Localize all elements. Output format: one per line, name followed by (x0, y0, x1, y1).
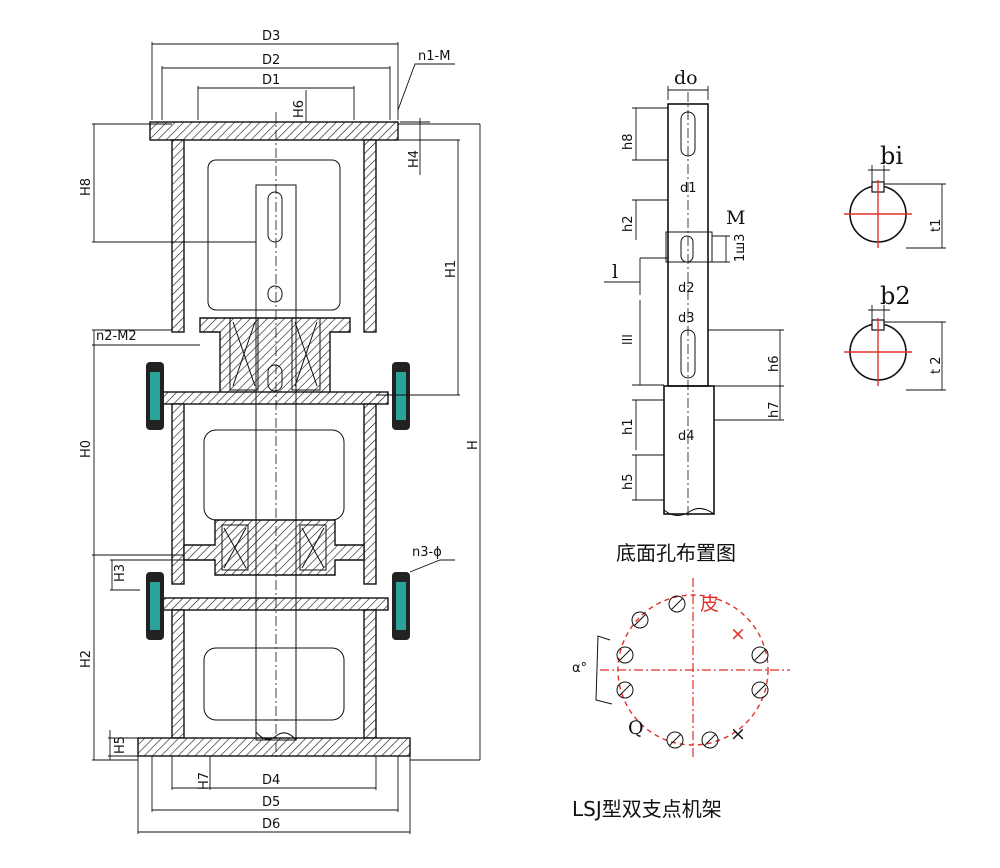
dim-h5: H5 (113, 736, 128, 754)
dim-h4: H4 (407, 150, 422, 168)
dim-d2: D2 (262, 53, 280, 68)
hole-layout-title: 底面孔布置图 (616, 541, 736, 565)
dim-d1: D1 (262, 73, 280, 88)
dim-h3: H3 (113, 564, 128, 582)
upper-wall-left (171, 139, 185, 333)
dim-h6: H6 (292, 100, 307, 118)
label-hole-top: 皮 (700, 593, 719, 615)
label-d1: d1 (680, 181, 697, 196)
label-h2: h2 (621, 215, 636, 232)
shaft-lower (663, 385, 715, 515)
lower-joint-flange (159, 597, 389, 611)
main-assembly-view: D3 D2 D1 H6 n1-M H8 H0 H2 H5 H1 H4 H n2-… (79, 29, 481, 834)
label-l: l (612, 261, 618, 283)
label-h8: h8 (621, 133, 636, 150)
keyway-section-lower: b2 t 2 (844, 282, 946, 391)
bolt-upper-right (392, 362, 410, 430)
label-h7: h7 (767, 401, 782, 418)
upper-wall-right (363, 139, 377, 333)
bolt-hole (616, 646, 634, 664)
dim-h: H (466, 440, 481, 450)
label-1sh3: 1ш3 (733, 234, 748, 262)
top-flange (149, 121, 399, 141)
dim-h1: H1 (444, 260, 459, 278)
label-hole-x-red: × (730, 623, 746, 645)
dim-d6: D6 (262, 817, 280, 832)
bolt-hole (751, 646, 769, 664)
bolt-hole (631, 611, 649, 629)
lower-wall-right (363, 609, 377, 739)
label-b2: b2 (880, 282, 911, 310)
label-t2: t 2 (929, 356, 944, 374)
dim-h7: H7 (197, 772, 212, 790)
lower-wall-left (171, 609, 185, 739)
shaft-detail-view: do h8 d1 h2 M 1ш3 l d2 d3 lll h6 h7 h1 d… (604, 67, 784, 518)
dim-h2: H2 (79, 650, 94, 668)
label-d4: d4 (678, 429, 695, 444)
middle-wall-left (171, 403, 185, 585)
label-hole-angle: α° (572, 661, 587, 676)
dim-d4: D4 (262, 773, 280, 788)
dim-h8: H8 (79, 178, 94, 196)
label-top-bolt: n1-M (418, 49, 450, 64)
label-t1: t1 (929, 219, 944, 232)
label-do: do (674, 67, 698, 89)
label-hole-x: × (730, 723, 746, 745)
label-flange-bolt-upper: n2-M2 (96, 329, 137, 344)
bolt-upper-left (146, 362, 164, 430)
label-h6: h6 (767, 355, 782, 372)
bolt-hole (666, 731, 684, 749)
middle-flange (159, 391, 389, 405)
base-flange (137, 737, 411, 757)
bolt-hole (616, 681, 634, 699)
figure-caption: LSJ型双支点机架 (572, 797, 722, 821)
label-m: M (726, 207, 745, 229)
upper-bearing-housing (199, 317, 351, 396)
dim-h0: H0 (79, 440, 94, 458)
middle-wall-right (363, 403, 377, 585)
bolt-hole (701, 731, 719, 749)
label-d3: d3 (678, 311, 695, 326)
bolt-lower-left (146, 572, 164, 640)
bolt-hole (668, 595, 686, 613)
dim-d3: D3 (262, 29, 280, 44)
label-bi: bi (880, 142, 903, 170)
bolt-hole (751, 681, 769, 699)
label-hole-q: Q (628, 717, 644, 739)
label-d2: d2 (678, 281, 695, 296)
label-h1: h1 (621, 418, 636, 435)
lower-bearing-housing (183, 519, 365, 576)
dim-d5: D5 (262, 795, 280, 810)
label-lll: lll (621, 334, 636, 345)
label-h5: h5 (621, 473, 636, 490)
bolt-lower-right (392, 572, 410, 640)
label-flange-bolt-lower: n3-ϕ (412, 545, 442, 560)
keyway-section-upper: bi t1 (844, 142, 946, 249)
hole-layout: 底面孔布置图 皮 × α° Q × (572, 541, 790, 760)
